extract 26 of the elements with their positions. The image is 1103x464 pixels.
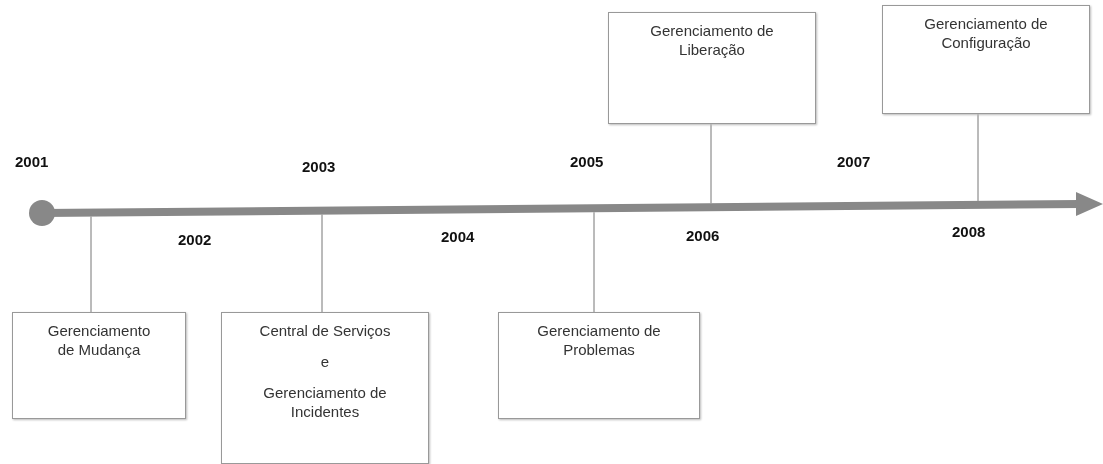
year-label: 2007 xyxy=(837,153,871,170)
milestone-text: Gerenciamento de Incidentes xyxy=(262,383,388,421)
milestone-box xyxy=(498,312,700,419)
milestone-text: Gerenciamento de Configuração xyxy=(923,14,1049,52)
leader-line xyxy=(977,113,979,202)
milestone-text: Gerenciamento de Problemas xyxy=(536,321,662,359)
milestone-box xyxy=(12,312,186,419)
year-label: 2002 xyxy=(178,231,212,248)
milestone-text: Central de Serviços xyxy=(258,321,392,340)
year-label: 2005 xyxy=(570,153,604,170)
milestone-box xyxy=(608,12,816,124)
leader-line xyxy=(90,216,92,313)
milestone-text: Gerenciamento de Liberação xyxy=(649,21,775,59)
milestone-text: Gerenciamento de Mudança xyxy=(46,321,152,359)
year-label: 2003 xyxy=(302,158,336,175)
milestone-text: e xyxy=(319,352,331,371)
timeline-arrow xyxy=(29,192,1103,226)
milestone-box xyxy=(221,312,429,464)
year-label: 2006 xyxy=(686,227,720,244)
year-label: 2004 xyxy=(441,228,475,245)
milestone-box xyxy=(882,5,1090,114)
leader-line xyxy=(321,214,323,313)
leader-line xyxy=(593,211,595,313)
year-label: 2001 xyxy=(15,153,49,170)
year-label: 2008 xyxy=(952,223,986,240)
leader-line xyxy=(710,123,712,204)
